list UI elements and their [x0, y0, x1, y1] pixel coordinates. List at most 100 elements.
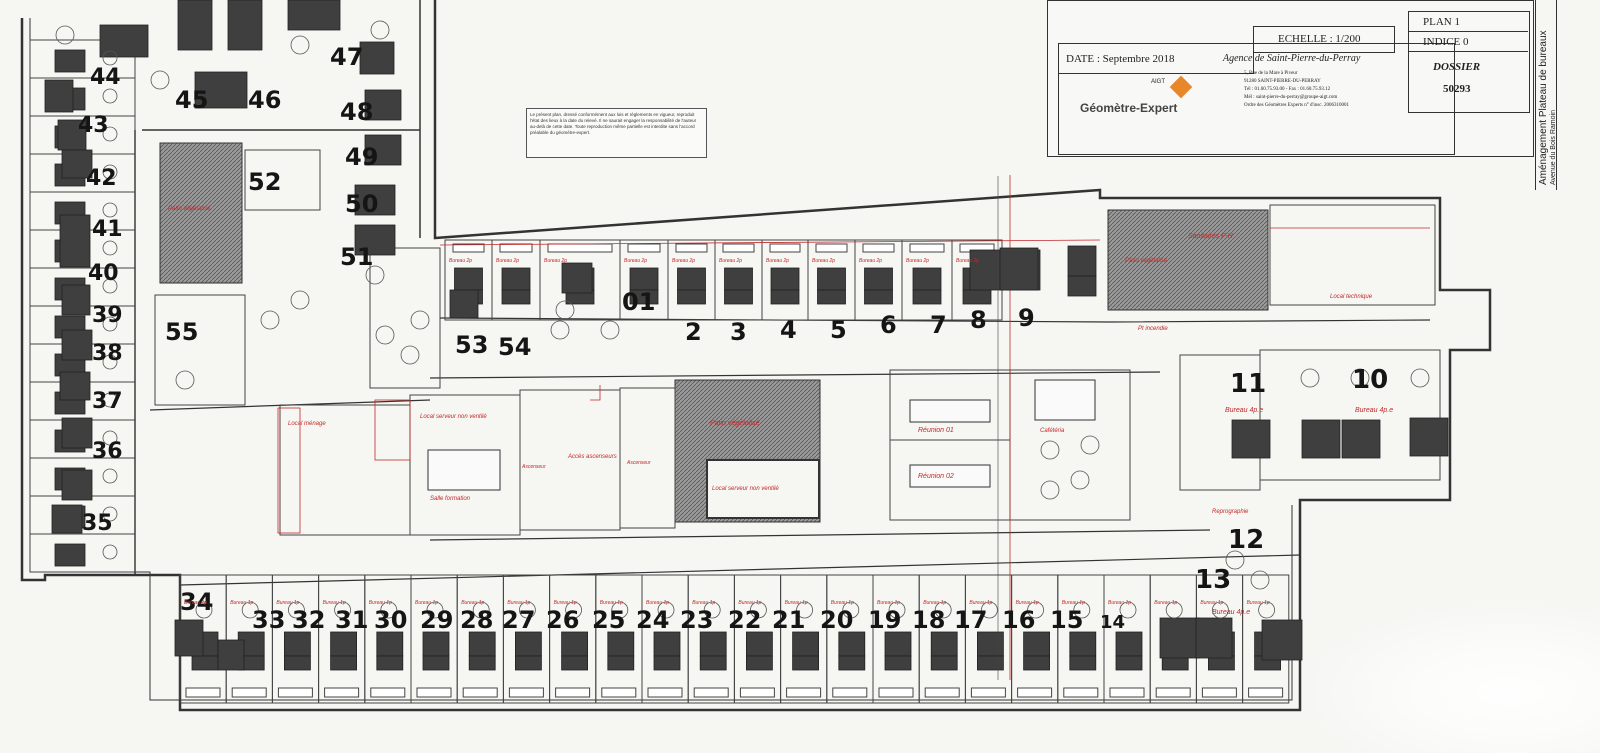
desk — [912, 267, 942, 291]
desk — [746, 655, 773, 671]
side-subtitle: Avenue du Bois Ramoin — [1550, 110, 1557, 185]
desk-number-left: 39 — [92, 303, 123, 328]
window-bottom — [786, 687, 822, 698]
desk — [1341, 419, 1381, 459]
desk — [354, 184, 396, 216]
desks — [44, 0, 1449, 671]
chair — [1300, 368, 1320, 388]
office-label-bottom: Bureau 1p — [415, 600, 438, 606]
office-label-top: Bureau 2p — [672, 258, 695, 264]
desk-number-bottom: 28 — [460, 606, 493, 634]
desk — [1115, 655, 1143, 671]
desk-number-upper: 51 — [340, 243, 373, 271]
chair — [370, 20, 390, 40]
desk — [51, 504, 83, 534]
chair — [981, 601, 998, 619]
chair — [796, 601, 813, 619]
desk — [607, 655, 635, 671]
label-reunion-1: Réunion 01 — [918, 427, 954, 434]
chair — [410, 310, 430, 330]
office-label-top: Bureau 2p — [719, 258, 742, 264]
office-label-top: Bureau 2p — [449, 258, 472, 264]
chair — [260, 310, 280, 330]
desk — [1069, 631, 1097, 657]
window-bottom — [462, 687, 498, 698]
desk-number-upper: 52 — [248, 168, 281, 196]
label-local-technique: Local technique — [1330, 294, 1373, 300]
chair — [334, 601, 352, 619]
desk — [174, 619, 204, 657]
desk — [1231, 419, 1271, 459]
office-label-top: Bureau 2p — [906, 258, 929, 264]
chair — [1073, 601, 1091, 619]
desk — [422, 631, 450, 657]
label-local-menage: Local ménage — [288, 421, 326, 427]
desk-number-left: 44 — [90, 65, 121, 90]
chair — [1212, 601, 1229, 619]
window-bottom — [970, 687, 1006, 698]
legal-note: Le présent plan, dressé conformément aux… — [526, 108, 707, 158]
chair — [1410, 368, 1430, 388]
office-left — [29, 533, 136, 573]
desk — [501, 289, 531, 305]
desk — [653, 631, 681, 657]
chair — [1040, 480, 1060, 500]
desk — [376, 655, 404, 671]
desk-number-left: 38 — [92, 341, 123, 366]
label-bureau-4p-right1: Bureau 4p.e — [1225, 407, 1263, 414]
chair — [102, 88, 118, 104]
desk — [561, 655, 588, 671]
chair — [842, 601, 860, 619]
title-block: DATE : Septembre 2018 ECHELLE : 1/200 PL… — [1047, 0, 1534, 157]
desk-number-bottom: 16 — [1002, 606, 1035, 634]
office-label-bottom: Bureau 1p — [923, 600, 946, 606]
window-bottom — [832, 687, 868, 698]
window-top — [675, 243, 708, 253]
desk — [376, 631, 404, 657]
window-bottom — [324, 687, 360, 698]
window-top — [769, 243, 801, 253]
bottom-office-row — [179, 574, 1290, 704]
desk — [468, 631, 496, 657]
desk-number-upper: 50 — [345, 190, 378, 218]
chair — [1070, 470, 1090, 490]
label-patio-left: Patio végétalisé — [168, 206, 211, 212]
address-line-2: 91280 SAINT-PIERRE-DU-PERRAY — [1244, 79, 1321, 84]
office-label-bottom: Bureau 1p — [1200, 600, 1223, 606]
desk-number-left: 35 — [82, 511, 113, 536]
chair — [1027, 601, 1044, 619]
office-label-top: Bureau 2p — [859, 258, 882, 264]
chair — [426, 601, 444, 619]
chair — [1225, 550, 1245, 570]
chair — [380, 601, 398, 619]
desk-number-bottom: 31 — [335, 606, 368, 634]
office-label-bottom: Bureau 1p — [692, 600, 715, 606]
desk — [864, 267, 893, 291]
desk-number-bottom: 29 — [420, 606, 453, 634]
office-label-bottom: Bureau 1p — [1062, 600, 1085, 606]
office-label-top: Bureau 2p — [544, 258, 567, 264]
desk — [770, 267, 800, 291]
patio-left — [159, 142, 243, 284]
window-bottom — [693, 687, 729, 698]
chair — [600, 320, 620, 340]
desk — [1409, 417, 1449, 457]
chair — [102, 240, 118, 256]
desk-number-left: 37 — [92, 389, 123, 414]
desk-number-bottom: 17 — [954, 606, 987, 634]
top-office-row — [444, 239, 1003, 321]
window-bottom — [231, 687, 267, 698]
desk — [1115, 631, 1143, 657]
desk — [838, 631, 866, 657]
desk — [1069, 655, 1097, 671]
chair — [241, 601, 259, 619]
window-bottom — [1248, 687, 1284, 698]
office-label-bottom: Bureau 1p — [877, 600, 900, 606]
desk-number-upper: 47 — [330, 43, 363, 71]
office-label-bottom: Bureau 1p — [785, 600, 808, 606]
chair — [934, 601, 952, 619]
side-title: Aménagement Plateau de bureaux — [1538, 30, 1549, 185]
desk — [1023, 631, 1050, 657]
desk-number-right: 13 — [1195, 565, 1231, 595]
